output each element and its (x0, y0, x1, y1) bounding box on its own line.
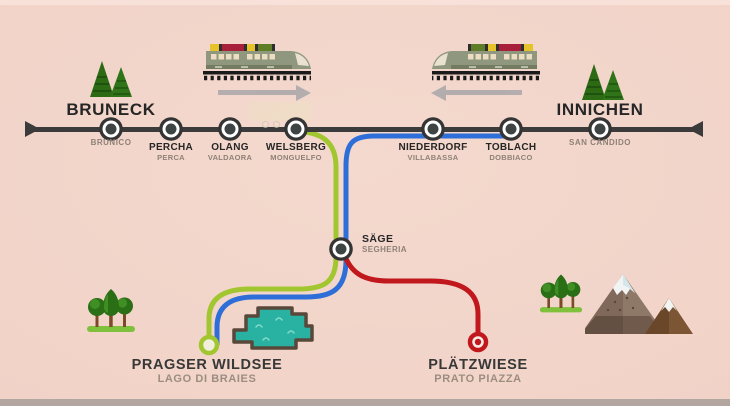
terminal-label-plaetzwiese: PLÄTZWIESE (428, 357, 528, 373)
station-dot-olang (221, 120, 239, 138)
blue-route-line (214, 133, 511, 345)
terminal-label-pragser-wildsee: PRAGSER WILDSEE (131, 357, 283, 373)
pine-trees-icon (582, 64, 624, 109)
station-sublabel-innichen: SAN CANDIDO (569, 138, 631, 147)
pine-trees-icon (90, 61, 132, 106)
station-sublabel-niederdorf: VILLABASSA (407, 153, 459, 162)
line-end-arrow-left-icon (25, 121, 40, 137)
bottom-edge-strip (0, 399, 730, 406)
terminal-pragser-wildsee (198, 334, 220, 356)
station-sublabel-percha: PERCA (157, 153, 185, 162)
mountains-icon (581, 272, 693, 341)
station-label-welsberg: WELSBERG (265, 142, 327, 153)
green-route-line (206, 128, 339, 342)
station-dot-niederdorf (424, 120, 442, 138)
station-label-bruneck: BRUNECK (66, 100, 156, 119)
station-sublabel-olang: VALDAORA (207, 153, 253, 162)
station-label-toblach: TOBLACH (485, 142, 537, 153)
station-dot-welsberg (287, 120, 305, 138)
bus-wheel-icon (262, 121, 269, 128)
line-end-arrow-right-icon (688, 121, 703, 137)
direction-arrow-west-icon (431, 84, 522, 101)
station-sublabel-welsberg: MONGUELFO (270, 153, 322, 162)
main-railway-line (34, 127, 694, 132)
train-west-icon (430, 39, 540, 86)
direction-arrow-east-icon (218, 84, 311, 101)
station-label-percha: PERCHA (148, 142, 194, 153)
junction-sublabel-saege: SEGHERIA (362, 245, 407, 254)
junction-label-saege: SÄGE (362, 233, 394, 245)
station-dot-toblach (502, 120, 520, 138)
top-edge-strip (0, 0, 730, 5)
deciduous-trees-icon (86, 287, 136, 338)
red-route-line (340, 250, 481, 339)
station-label-innichen: INNICHEN (556, 100, 644, 119)
station-dot-bruneck (102, 120, 120, 138)
terminal-plaetzwiese (467, 331, 489, 353)
station-sublabel-bruneck: BRUNICO (90, 138, 132, 147)
bus-wheel-icon (273, 121, 280, 128)
station-label-olang: OLANG (211, 142, 249, 153)
station-sublabel-toblach: DOBBIACO (489, 153, 533, 162)
train-east-icon (203, 39, 313, 86)
station-label-niederdorf: NIEDERDORF (398, 142, 468, 153)
lake-icon (232, 306, 314, 350)
station-dot-innichen (591, 120, 609, 138)
station-dot-saege (332, 240, 350, 258)
station-dot-percha (162, 120, 180, 138)
terminal-sublabel-plaetzwiese: PRATO PIAZZA (434, 373, 522, 385)
deciduous-trees-icon (539, 268, 583, 323)
bus-icon (248, 102, 312, 121)
terminal-sublabel-pragser-wildsee: LAGO DI BRAIES (157, 373, 257, 385)
